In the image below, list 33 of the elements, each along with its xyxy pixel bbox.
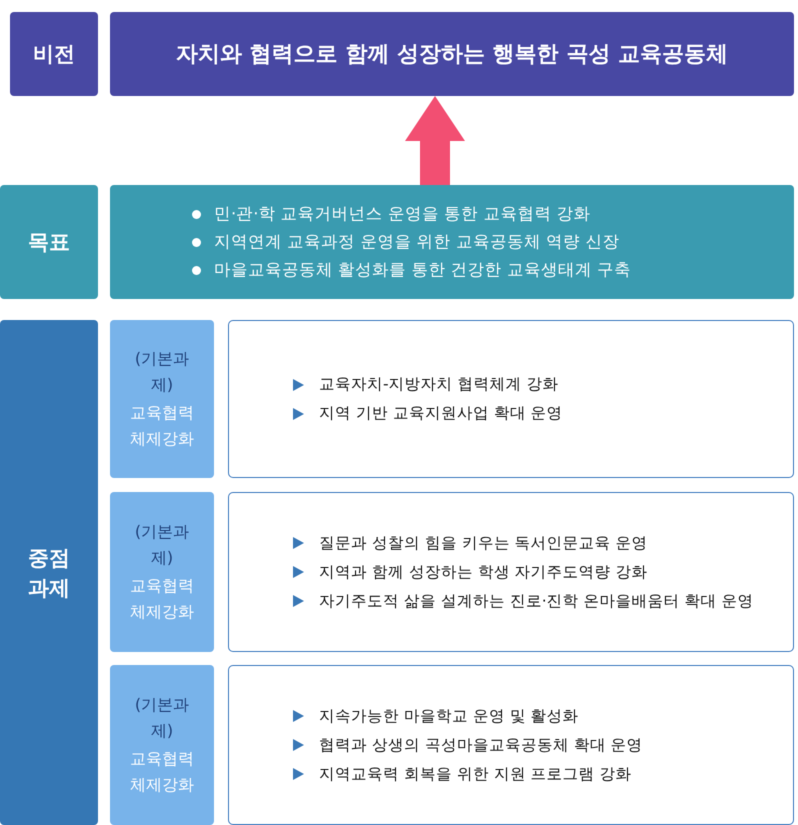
task-item-text: 지역 기반 교육지원사업 확대 운영 bbox=[319, 403, 563, 424]
task-item-text: 지속가능한 마을학교 운영 및 활성화 bbox=[319, 706, 579, 726]
task-label-box bbox=[110, 492, 214, 652]
task-content-box bbox=[228, 320, 794, 478]
vision-text: 자치와 협력으로 함께 성장하는 행복한 곡성 교육공동체 bbox=[176, 41, 728, 69]
goal-panel bbox=[110, 185, 794, 299]
task-item-text: 교육자치-지방자치 협력체계 강화 bbox=[319, 374, 558, 395]
task-title-text: 교육협력 체제강화 bbox=[129, 748, 195, 796]
arrow bbox=[405, 96, 465, 185]
task-item-text: 질문과 성찰의 힘을 키우는 독서인문교육 운영 bbox=[319, 532, 648, 554]
task-item-text: 지역교육력 회복을 위한 지원 프로그램 강화 bbox=[319, 764, 632, 784]
task-title-text: 교육협력 체제강화 bbox=[129, 402, 195, 450]
section-title: 비전 bbox=[33, 41, 75, 68]
section-title: 목표 bbox=[28, 229, 70, 256]
task-type-text: (기본과제) bbox=[134, 348, 190, 396]
vision-banner bbox=[110, 12, 794, 96]
task-content-box bbox=[228, 665, 794, 825]
goal-text: 마을교육공동체 활성화를 통한 건강한 교육생태계 구축 bbox=[214, 259, 632, 281]
goal-text: 민·관·학 교육거버넌스 운영을 통한 교육협력 강화 bbox=[214, 203, 591, 225]
task-label-box bbox=[110, 665, 214, 825]
section-header bbox=[10, 12, 98, 96]
task-label-box bbox=[110, 320, 214, 478]
task-title-text: 교육협력 체제강화 bbox=[129, 575, 195, 623]
task-item-text: 자기주도적 삶을 설계하는 진로·진학 온마을배움터 확대 운영 bbox=[319, 590, 754, 612]
goal-text: 지역연계 교육과정 운영을 위한 교육공동체 역량 신장 bbox=[214, 231, 620, 253]
task-item-text: 협력과 상생의 곡성마을교육공동체 확대 운영 bbox=[319, 734, 643, 756]
section-header bbox=[0, 320, 98, 825]
section-header bbox=[0, 185, 98, 299]
task-type-text: (기본과제) bbox=[134, 521, 190, 569]
task-content-box bbox=[228, 492, 794, 652]
task-item-text: 지역과 함께 성장하는 학생 자기주도역량 강화 bbox=[319, 562, 648, 582]
section-title: 중점과제 bbox=[27, 544, 71, 602]
task-type-text: (기본과제) bbox=[134, 694, 190, 742]
